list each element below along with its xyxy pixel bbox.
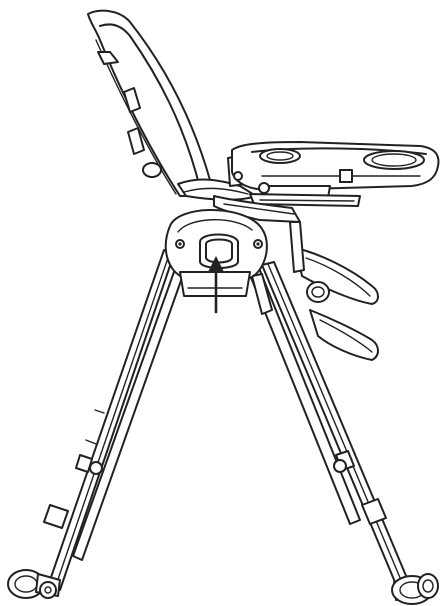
rear-caster-wheel — [7, 569, 61, 599]
callout-arrow-icon — [208, 256, 224, 314]
front-leg — [247, 261, 413, 595]
footrest — [251, 221, 379, 361]
recline-button — [199, 233, 239, 269]
front-leg-clip — [333, 459, 347, 473]
rear-leg-clip — [89, 461, 103, 475]
food-tray — [227, 141, 440, 207]
backrest — [87, 9, 215, 197]
rear-leg — [43, 249, 190, 591]
front-caster-wheel — [391, 573, 439, 605]
